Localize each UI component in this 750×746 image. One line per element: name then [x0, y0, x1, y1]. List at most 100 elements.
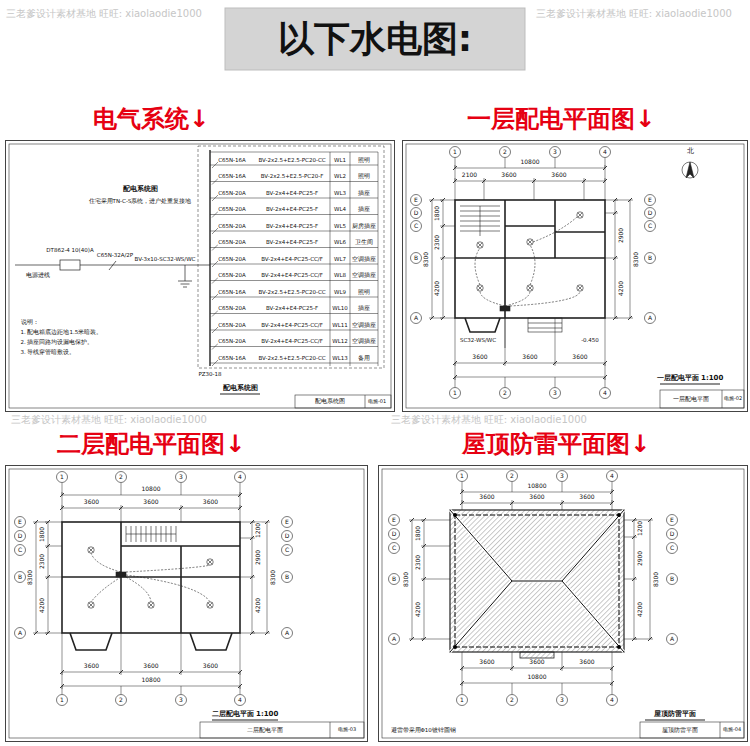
- breaker-spec: C65N-20A: [218, 272, 247, 278]
- lamp-symbol: [477, 285, 483, 291]
- axis-number: A: [669, 636, 674, 643]
- dimension-line: [512, 683, 513, 695]
- dimension-tick: [250, 520, 254, 524]
- floor-walls: [455, 200, 605, 332]
- axis-number: 4: [238, 474, 243, 481]
- note-text: 2. 插座回路均设漏电保护。: [20, 339, 94, 345]
- north-label: 北: [686, 147, 694, 155]
- dimension-tick: [453, 361, 457, 365]
- dimension-tick: [238, 493, 242, 497]
- dimension-line: [267, 522, 268, 633]
- dimension-line: [432, 200, 433, 318]
- system-wiring: [60, 260, 80, 270]
- dimension-tick: [603, 179, 607, 183]
- axis-number: 1: [453, 149, 458, 156]
- axis-number: 4: [610, 697, 615, 704]
- dimension-text: 3600: [579, 494, 595, 501]
- drawing-title: 配电系统图: [122, 185, 158, 193]
- inner-frame: [9, 144, 391, 408]
- roof-plan: [453, 645, 457, 649]
- axis-number: A: [391, 636, 396, 643]
- dimension-line: [421, 520, 450, 521]
- dimension-tick: [265, 520, 269, 524]
- axis-number: B: [391, 576, 396, 583]
- axis-number: C: [669, 545, 674, 552]
- dimension-text: 3600: [143, 663, 159, 670]
- dimension-text: 3600: [472, 354, 488, 361]
- floor-details: [682, 162, 698, 178]
- panel-heading: 一层配电平面图↓: [467, 105, 655, 133]
- axis-number: 3: [553, 390, 558, 397]
- dimension-tick: [603, 361, 607, 365]
- title-block: [722, 390, 723, 408]
- axis-number: B: [284, 574, 289, 581]
- cable-spec: BV-2x2.5+E2.5-PC20-CC: [258, 289, 326, 295]
- circuit-number: WL12: [332, 338, 349, 344]
- axis-bubble: [411, 195, 422, 206]
- dimension-tick: [46, 544, 50, 548]
- axis-number: 4: [603, 390, 608, 397]
- axis-bubble: [116, 472, 127, 483]
- axis-bubble: [507, 695, 518, 706]
- title-block: [295, 395, 391, 408]
- dimension-line: [624, 579, 637, 580]
- axis-number: 2: [119, 474, 124, 481]
- dimension-tick: [632, 518, 636, 522]
- axis-number: 2: [503, 149, 508, 156]
- dimension-tick: [422, 544, 426, 548]
- dimension-tick: [250, 631, 254, 635]
- dimension-line: [562, 683, 563, 695]
- dimension-line: [443, 200, 444, 318]
- dimension-line: [455, 377, 605, 378]
- title-block: [330, 722, 331, 738]
- axis-number: C: [391, 545, 396, 552]
- title-block: [660, 390, 744, 408]
- axis-bubble: [411, 253, 422, 264]
- panel-heading: 屋顶防雷平面图↓: [462, 430, 650, 458]
- drawing-panel: 一层配电平面图↓: [402, 140, 748, 412]
- title-block: [640, 722, 744, 738]
- circuit-use: 插座: [358, 190, 371, 196]
- breaker-spec: C65N-20A: [218, 239, 247, 245]
- axis-number: 3: [560, 697, 565, 704]
- axis-bubble: [667, 634, 678, 645]
- dimension-tick: [60, 506, 64, 510]
- dimension-tick: [441, 224, 445, 228]
- dimension-lines: [411, 147, 656, 399]
- axis-number: 2: [119, 697, 124, 704]
- dimension-tick: [632, 577, 636, 581]
- dimension-line: [462, 668, 612, 669]
- dimension-tick: [610, 681, 614, 685]
- axis-bubble: [667, 529, 678, 540]
- axis-number: D: [284, 533, 290, 540]
- circuit-number: WL2: [333, 173, 346, 179]
- dimension-line: [62, 495, 240, 496]
- axis-bubble: [282, 628, 293, 639]
- cable-spec: BV-2x4+E4-PC25-CC/F: [261, 322, 324, 328]
- dimension-tick: [510, 501, 514, 505]
- axis-number: A: [284, 630, 289, 637]
- axis-bubble: [667, 515, 678, 526]
- breaker-spec: C65N-16A: [218, 157, 247, 163]
- axis-bubble: [282, 517, 293, 528]
- dimension-tick: [610, 490, 614, 494]
- dimension-line: [462, 503, 612, 504]
- dimension-tick: [441, 198, 445, 202]
- roof-plan: [520, 652, 554, 658]
- dimension-tick: [422, 518, 426, 522]
- breaker-spec: C65N-20A: [218, 206, 247, 212]
- dimension-text: 10800: [520, 159, 540, 166]
- note-text: 3. 导线穿管暗敷设。: [20, 349, 76, 355]
- panel-model: PZ30-18: [198, 371, 222, 377]
- dimension-line: [421, 639, 450, 640]
- dimension-tick: [119, 506, 123, 510]
- dimension-tick: [460, 501, 464, 505]
- dimension-text: 3600: [529, 659, 545, 666]
- axis-bubble: [645, 253, 656, 264]
- floor-details: [116, 572, 126, 577]
- axis-bubble: [389, 574, 400, 585]
- dimension-line: [605, 200, 618, 201]
- breaker-spec: C65N-32A/2P: [96, 252, 133, 258]
- breaker-spec: C65N-20A: [218, 338, 247, 344]
- floor-details: [91, 553, 210, 602]
